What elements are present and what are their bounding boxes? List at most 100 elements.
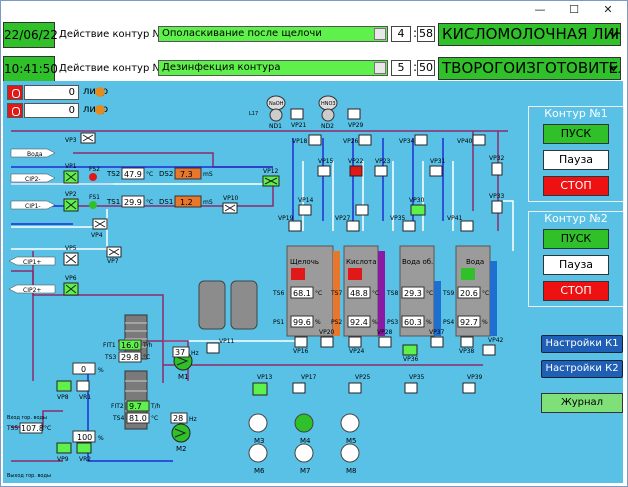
valve-VP12[interactable]: VP12: [262, 168, 280, 187]
vr1-setpoint[interactable]: [72, 362, 96, 375]
pump-m3[interactable]: M3: [248, 413, 268, 445]
valve-VP25[interactable]: VP25: [348, 374, 371, 394]
valve-VP42[interactable]: VP42: [482, 337, 504, 356]
close-button[interactable]: ✕: [603, 3, 613, 16]
valve-VP15[interactable]: VP15: [317, 158, 334, 177]
valve-VP4[interactable]: VP4: [91, 218, 108, 239]
k2-start-button[interactable]: ПУСК: [543, 229, 609, 249]
tank-alarm-icon: [348, 268, 362, 280]
valve-VP36[interactable]: VP36: [402, 344, 419, 363]
valve-VP20[interactable]: VP20: [319, 329, 335, 348]
valve-VP6[interactable]: VP6: [63, 275, 79, 296]
reset-counter-icon[interactable]: [7, 85, 23, 100]
dosing-pump-nd2[interactable]: HNO3 ND2: [318, 95, 338, 130]
ts4-box: [126, 412, 150, 424]
valve-VP17[interactable]: VP17: [292, 374, 317, 394]
ds1-box: [174, 195, 202, 208]
k1-stop-button[interactable]: СТОП: [543, 176, 609, 196]
svg-text:°C: °C: [143, 354, 150, 361]
valve-VP24[interactable]: VP24: [348, 336, 365, 355]
valve-VP19[interactable]: VP19: [278, 215, 302, 232]
svg-text:PS3: PS3: [387, 319, 398, 326]
svg-text:48.8: 48.8: [350, 289, 368, 298]
valve-VP27[interactable]: VP27: [335, 215, 360, 232]
valve-VP1[interactable]: VP1: [63, 163, 79, 184]
valve-VR2[interactable]: VR2: [76, 442, 92, 463]
svg-text:ND1: ND1: [269, 123, 282, 130]
flow-switch-fs1: [89, 201, 97, 209]
valve-VP38[interactable]: VP38: [459, 336, 475, 355]
pump-m6[interactable]: M6: [248, 443, 268, 475]
valve-VP22b[interactable]: [355, 204, 369, 216]
valve-VP13[interactable]: VP13: [252, 374, 273, 396]
valve-VP28[interactable]: VP28: [377, 329, 393, 348]
valve-VP5[interactable]: VP5: [63, 245, 79, 266]
svg-text:%: %: [372, 319, 378, 326]
valve-VP33[interactable]: VP33: [489, 193, 505, 214]
svg-text:VP39: VP39: [467, 374, 483, 381]
pump-m4[interactable]: M4: [294, 413, 314, 445]
settings-k2-button[interactable]: Настройки К2: [541, 360, 623, 378]
valve-VP14[interactable]: VP14: [298, 197, 314, 216]
m1-freq[interactable]: [172, 346, 190, 358]
valve-VP41[interactable]: VP41: [447, 215, 474, 232]
svg-text:29.3: 29.3: [404, 289, 422, 298]
fit1-name: FIT1: [103, 342, 116, 349]
settings-k1-button[interactable]: Настройки К1: [541, 335, 623, 353]
valve-VP22[interactable]: VP22: [348, 158, 364, 177]
valve-VP37[interactable]: VP37: [429, 329, 445, 348]
valve-VP35b[interactable]: VP35: [404, 374, 425, 394]
valve-VR1[interactable]: VR1: [76, 380, 91, 401]
dropdown-button[interactable]: [374, 28, 386, 40]
valve-VP16[interactable]: VP16: [293, 336, 309, 355]
pump-m7[interactable]: M7: [294, 443, 314, 475]
minimize-button[interactable]: —: [534, 3, 546, 16]
valve-VP29[interactable]: VP29: [347, 108, 364, 129]
dropdown-button[interactable]: [374, 62, 386, 74]
valve-VP31[interactable]: VP31: [429, 158, 446, 177]
k2-pause-button[interactable]: Пауза: [543, 255, 609, 275]
pump-m8[interactable]: M8: [340, 443, 360, 475]
title-bar: — ☐ ✕: [1, 1, 627, 19]
svg-text:%: %: [482, 319, 488, 326]
valve-VP9[interactable]: VP9: [56, 442, 72, 463]
valve-VP32[interactable]: VP32: [489, 155, 505, 176]
vr2-setpoint[interactable]: [72, 430, 96, 443]
valve-VP23[interactable]: VP23: [374, 158, 391, 177]
k1-pause-button[interactable]: Пауза: [543, 150, 609, 170]
contour2-line-select[interactable]: ТВОРОГОИЗГОТОВИТЕЛЬ: [438, 57, 621, 80]
svg-text:VP32: VP32: [489, 155, 505, 162]
valve-VP35[interactable]: VP35: [390, 215, 416, 232]
svg-text:PS1: PS1: [273, 319, 284, 326]
reset-counter-icon[interactable]: [7, 103, 23, 118]
pump-m5[interactable]: M5: [340, 413, 360, 445]
contour1-line-select[interactable]: КИСЛОМОЛОЧНАЯ ЛИНИЯ: [438, 23, 621, 46]
valve-VP21[interactable]: VP21: [290, 108, 307, 129]
valve-VP11[interactable]: VP11: [206, 338, 235, 354]
dosing-pump-nd1[interactable]: NaOH ND1: [266, 95, 286, 130]
svg-text:VP35: VP35: [390, 215, 406, 222]
valve-VP26[interactable]: VP26: [343, 134, 372, 146]
svg-text:VP14: VP14: [298, 197, 314, 204]
svg-text:VP31: VP31: [430, 158, 446, 165]
valve-VP34[interactable]: VP34: [399, 134, 428, 146]
valve-VP8[interactable]: VP8: [56, 380, 72, 401]
journal-button[interactable]: Журнал: [541, 393, 623, 413]
valve-VP40[interactable]: VP40: [457, 134, 486, 146]
svg-text:VP17: VP17: [301, 374, 317, 381]
svg-text:M3: M3: [254, 437, 265, 445]
maximize-button[interactable]: ☐: [569, 3, 579, 16]
valve-VP2[interactable]: VP2: [63, 191, 79, 212]
contour2-step-select[interactable]: Дезинфекция контура: [158, 60, 388, 76]
valve-VP10[interactable]: VP10: [222, 195, 239, 214]
valve-VP7[interactable]: VP7: [106, 246, 122, 265]
k1-start-button[interactable]: ПУСК: [543, 124, 609, 144]
pump-m2[interactable]: M2: [171, 423, 191, 453]
m2-freq[interactable]: [170, 412, 188, 424]
valve-VP3[interactable]: VP3: [65, 132, 96, 144]
valve-VP18[interactable]: VP18: [292, 134, 322, 146]
valve-VP30[interactable]: VP30: [409, 197, 426, 216]
k2-stop-button[interactable]: СТОП: [543, 281, 609, 301]
valve-VP39[interactable]: VP39: [462, 374, 483, 394]
contour1-step-select[interactable]: Ополаскивание после щелочи: [158, 26, 388, 42]
